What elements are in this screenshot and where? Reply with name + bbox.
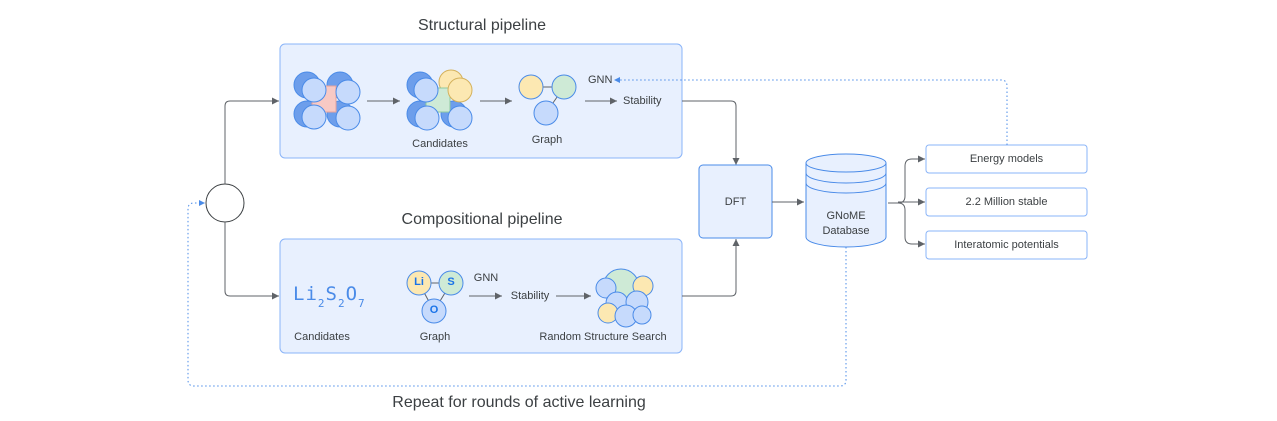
database-to-potentials-arrow <box>897 202 925 248</box>
database-label-line1: GNoME <box>826 210 866 222</box>
structural-gnn-label: GNN <box>588 74 613 86</box>
compositional-candidates-label: Candidates <box>294 331 350 343</box>
structural-graph <box>518 74 577 126</box>
active-learning-caption: Repeat for rounds of active learning <box>392 394 646 411</box>
active-learning-loop <box>187 200 847 387</box>
energy-to-gnn-feedback <box>614 77 1008 145</box>
compositional-graph-label: Graph <box>419 331 451 343</box>
database-fanout <box>888 155 925 204</box>
structural-pipeline-title: Structural pipeline <box>417 17 547 34</box>
output-interatomic-potentials: Interatomic potentials <box>954 239 1059 251</box>
compositional-to-dft-arrow <box>682 239 740 297</box>
structural-candidates-label: Candidates <box>412 138 468 150</box>
dft-label: DFT <box>724 195 747 208</box>
output-energy-models: Energy models <box>969 153 1044 165</box>
compositional-graph <box>406 270 464 324</box>
database-label-line2: Database <box>822 225 870 237</box>
output-box-potentials <box>925 230 1088 260</box>
random-structure-cluster <box>595 268 654 328</box>
gnome-database <box>805 153 887 248</box>
structural-candidates-crystal <box>406 69 473 131</box>
output-box-stable <box>925 187 1088 217</box>
compositional-gnn-label: GNN <box>473 272 499 284</box>
source-node <box>205 183 245 223</box>
structural-graph-label: Graph <box>531 134 563 146</box>
compositional-pipeline-title: Compositional pipeline <box>401 211 563 228</box>
output-million-stable: 2.2 Million stable <box>965 196 1048 208</box>
random-structure-search-label: Random Structure Search <box>539 331 667 343</box>
compositional-stability-label: Stability <box>510 290 550 302</box>
chemical-formula: Li2S2O7 <box>293 283 366 310</box>
graph-node-s: S <box>447 276 455 288</box>
branch-to-structural-arrow <box>224 97 279 184</box>
structural-to-dft-arrow <box>682 100 740 165</box>
structural-stability-label: Stability <box>623 95 662 107</box>
structural-seed-crystal <box>293 71 361 131</box>
branch-to-compositional-arrow <box>224 222 279 300</box>
graph-node-o: O <box>429 304 439 316</box>
graph-node-li: Li <box>414 276 424 288</box>
